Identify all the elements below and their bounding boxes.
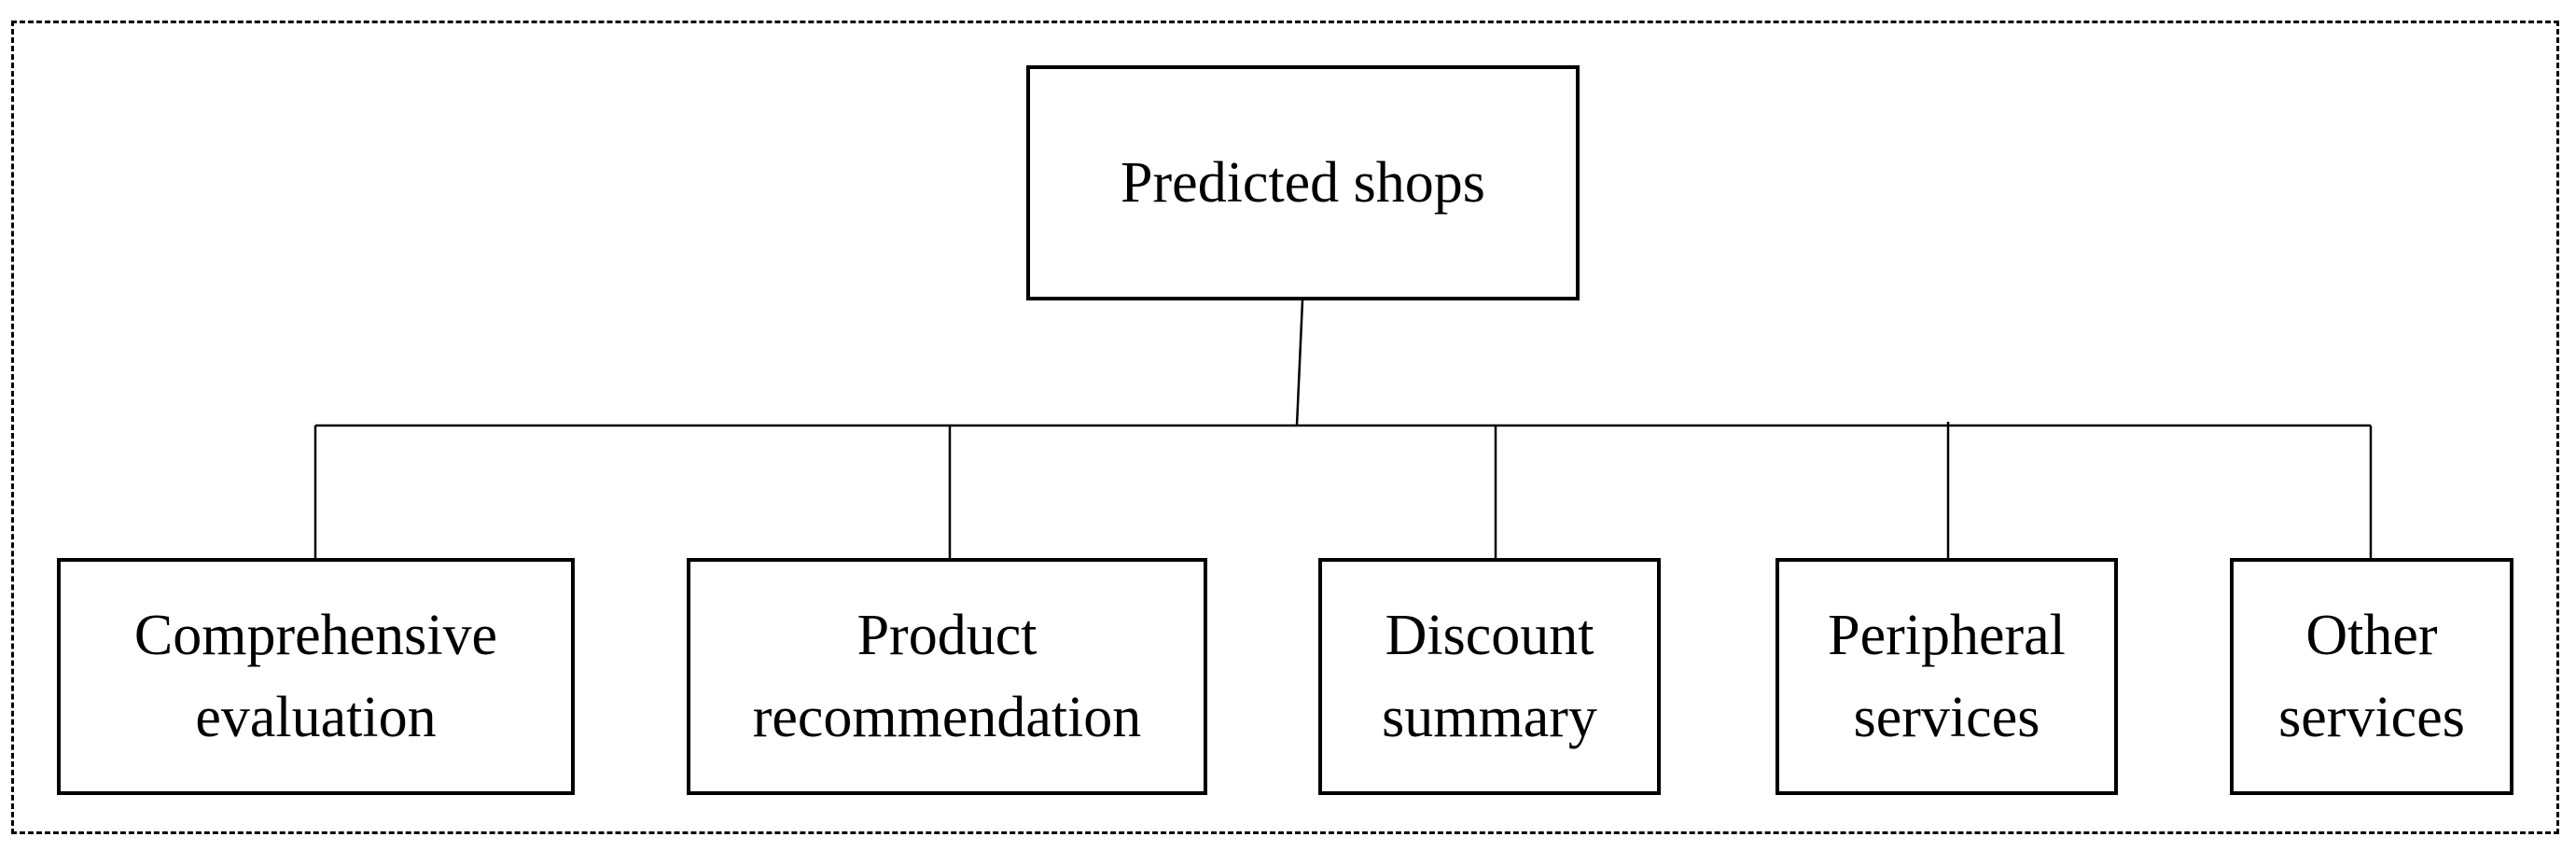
child-node-label-line1: Product xyxy=(856,604,1037,667)
child-node-comprehensive-evaluation: Comprehensive evaluation xyxy=(57,558,575,795)
child-node-label-line1: Comprehensive xyxy=(133,604,498,667)
child-node-label-line1: Other xyxy=(2305,604,2438,667)
child-node-text: Discount summary xyxy=(1382,594,1597,759)
child-node-text: Comprehensive evaluation xyxy=(134,594,497,759)
child-node-text: Peripheral services xyxy=(1828,594,2066,759)
child-node-label-line2: recommendation xyxy=(752,686,1142,749)
child-node-product-recommendation: Product recommendation xyxy=(687,558,1207,795)
child-node-label-line2: evaluation xyxy=(195,686,437,749)
child-node-label-line2: services xyxy=(1853,686,2040,749)
root-connector-line xyxy=(1295,300,1304,426)
dashed-outer-frame xyxy=(11,21,2559,834)
child-node-label-line2: summary xyxy=(1382,686,1597,749)
child-node-discount-summary: Discount summary xyxy=(1318,558,1661,795)
child-node-label-line1: Discount xyxy=(1385,604,1594,667)
child-node-text: Product recommendation xyxy=(753,594,1142,759)
child-node-peripheral-services: Peripheral services xyxy=(1775,558,2118,795)
child-node-label-line2: services xyxy=(2278,686,2465,749)
child-node-other-services: Other services xyxy=(2230,558,2513,795)
root-node-predicted-shops: Predicted shops xyxy=(1026,65,1580,300)
root-node-label: Predicted shops xyxy=(1121,151,1485,215)
child-node-label-line1: Peripheral xyxy=(1828,604,2066,667)
child-node-text: Other services xyxy=(2278,594,2465,759)
